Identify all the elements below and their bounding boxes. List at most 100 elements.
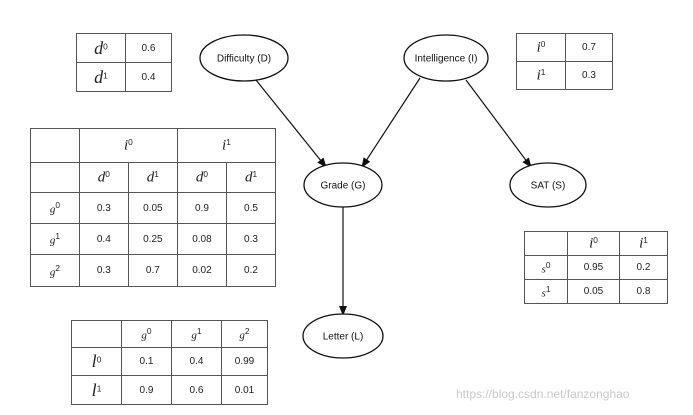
node-intelligence-label: Intelligence (I) (415, 54, 478, 65)
row-label-text: l (91, 379, 97, 400)
col-header-sup: 0 (593, 234, 598, 245)
row-label-text: i (536, 67, 541, 84)
row-label: g1 (30, 223, 80, 255)
row-label-sup: 1 (545, 283, 551, 294)
col-header-sup: 1 (643, 234, 648, 245)
col-header-text: g (191, 329, 197, 342)
row-label-sup: 0 (55, 200, 60, 211)
col-group-header-text: i (222, 137, 227, 154)
prob-cell: 0.6 (171, 375, 222, 405)
row-label-sup: 2 (55, 262, 60, 273)
col-group-header: i0 (78, 128, 178, 163)
row-label-text: d (94, 66, 104, 87)
col-group-header: i1 (176, 128, 277, 163)
row-label: g2 (30, 254, 80, 287)
row-label: l0 (71, 347, 122, 376)
node-intelligence: Intelligence (I) (403, 34, 489, 82)
col-header-text: g (141, 329, 147, 342)
col-header-text: i (639, 235, 644, 252)
row-label-sup: 1 (540, 66, 546, 77)
prob-cell: 0.7 (127, 254, 178, 287)
prob-cell: 0.3 (78, 254, 129, 287)
prob-cell: 0.4 (78, 223, 129, 255)
table-row: g0 0.3 0.05 0.9 0.5 (30, 192, 276, 224)
table-row: i0 i1 (524, 231, 668, 256)
prob-cell: 0.4 (125, 62, 172, 92)
row-label: s1 (524, 279, 568, 304)
row-label-sup: 1 (96, 383, 102, 394)
table-row: d0 0.6 (76, 33, 172, 63)
row-label-text: l (91, 351, 97, 371)
col-header-sup: 0 (105, 168, 110, 179)
prob-cell: 0.3 (78, 192, 129, 224)
row-label: i0 (516, 33, 566, 62)
col-header-sup: 1 (252, 168, 258, 179)
row-label: l1 (71, 375, 122, 405)
prob-cell: 0.6 (125, 33, 172, 63)
row-label-text: d (94, 37, 104, 58)
col-header: g2 (221, 320, 268, 348)
node-grade-ellipse (303, 162, 383, 208)
table-row: s0 0.95 0.2 (524, 255, 668, 280)
edges (255, 77, 532, 316)
node-sat: SAT (S) (509, 162, 587, 208)
node-letter-ellipse (302, 313, 384, 359)
node-intelligence-ellipse (403, 34, 489, 82)
prob-cell: 0.3 (226, 223, 276, 255)
table-row: d0 d1 d0 d1 (30, 162, 276, 193)
row-label-sup: 0 (96, 354, 102, 365)
col-header-text: d (195, 169, 204, 186)
col-header-sup: 2 (244, 326, 250, 337)
corner-cell (71, 320, 122, 348)
row-label-sup: 1 (103, 70, 108, 81)
row-label: s0 (524, 255, 568, 280)
col-header-sup: 1 (196, 326, 202, 337)
watermark: https://blog.csdn.net/fanzonghao (456, 387, 630, 401)
table-row: i1 0.3 (516, 61, 613, 90)
table-row: s1 0.05 0.8 (524, 279, 668, 304)
prob-cell: 0.05 (567, 279, 620, 304)
corner-cell (30, 128, 80, 163)
node-difficulty-label: Difficulty (D) (217, 54, 271, 65)
cpt-letter-table: g0 g1 g2 l0 0.1 0.4 0.99 l1 0.9 0.6 0.01 (71, 320, 268, 405)
row-label-text: i (536, 39, 541, 56)
col-header: i1 (619, 231, 668, 256)
prob-cell: 0.4 (171, 347, 222, 376)
col-header: d1 (127, 162, 178, 193)
col-header-sup: 1 (154, 168, 159, 179)
col-header: i0 (567, 231, 620, 256)
cpt-sat-table: i0 i1 s0 0.95 0.2 s1 0.05 0.8 (524, 231, 668, 304)
node-letter: Letter (L) (302, 313, 384, 359)
table-row: g1 0.4 0.25 0.08 0.3 (30, 223, 276, 255)
row-label-sup: 1 (55, 231, 60, 242)
prob-cell: 0.08 (176, 223, 228, 255)
row-label-text: g (49, 266, 56, 279)
node-letter-label: Letter (L) (323, 332, 364, 343)
prob-cell: 0.95 (567, 255, 620, 280)
edge-intelligence-grade (361, 77, 421, 168)
cpt-grade-table: i0 i1 d0 d1 d0 d1 g0 0.3 0.05 0.9 0.5 g1… (30, 128, 277, 287)
prob-cell: 0.2 (619, 255, 668, 280)
col-header-text: g (239, 329, 245, 342)
col-header: d1 (226, 162, 276, 193)
row-label-text: g (49, 203, 56, 216)
node-sat-ellipse (509, 162, 587, 208)
col-group-header-sup: 0 (128, 136, 133, 147)
prob-cell: 0.9 (176, 192, 228, 224)
prob-cell: 0.02 (176, 254, 228, 287)
prob-cell: 0.3 (565, 61, 613, 90)
node-difficulty: Difficulty (D) (199, 34, 289, 82)
col-header-text: d (146, 169, 155, 186)
edge-intelligence-sat (465, 79, 532, 168)
col-header-text: d (244, 169, 253, 186)
col-header: g0 (121, 320, 172, 348)
table-row: l0 0.1 0.4 0.99 (71, 347, 268, 376)
node-grade-label: Grade (G) (320, 181, 365, 192)
corner-cell (30, 162, 80, 193)
node-grade: Grade (G) (303, 162, 383, 208)
corner-cell (524, 231, 568, 256)
table-row: g2 0.3 0.7 0.02 0.2 (30, 254, 276, 287)
edge-difficulty-grade (255, 79, 327, 168)
col-group-header-text: i (123, 137, 129, 154)
